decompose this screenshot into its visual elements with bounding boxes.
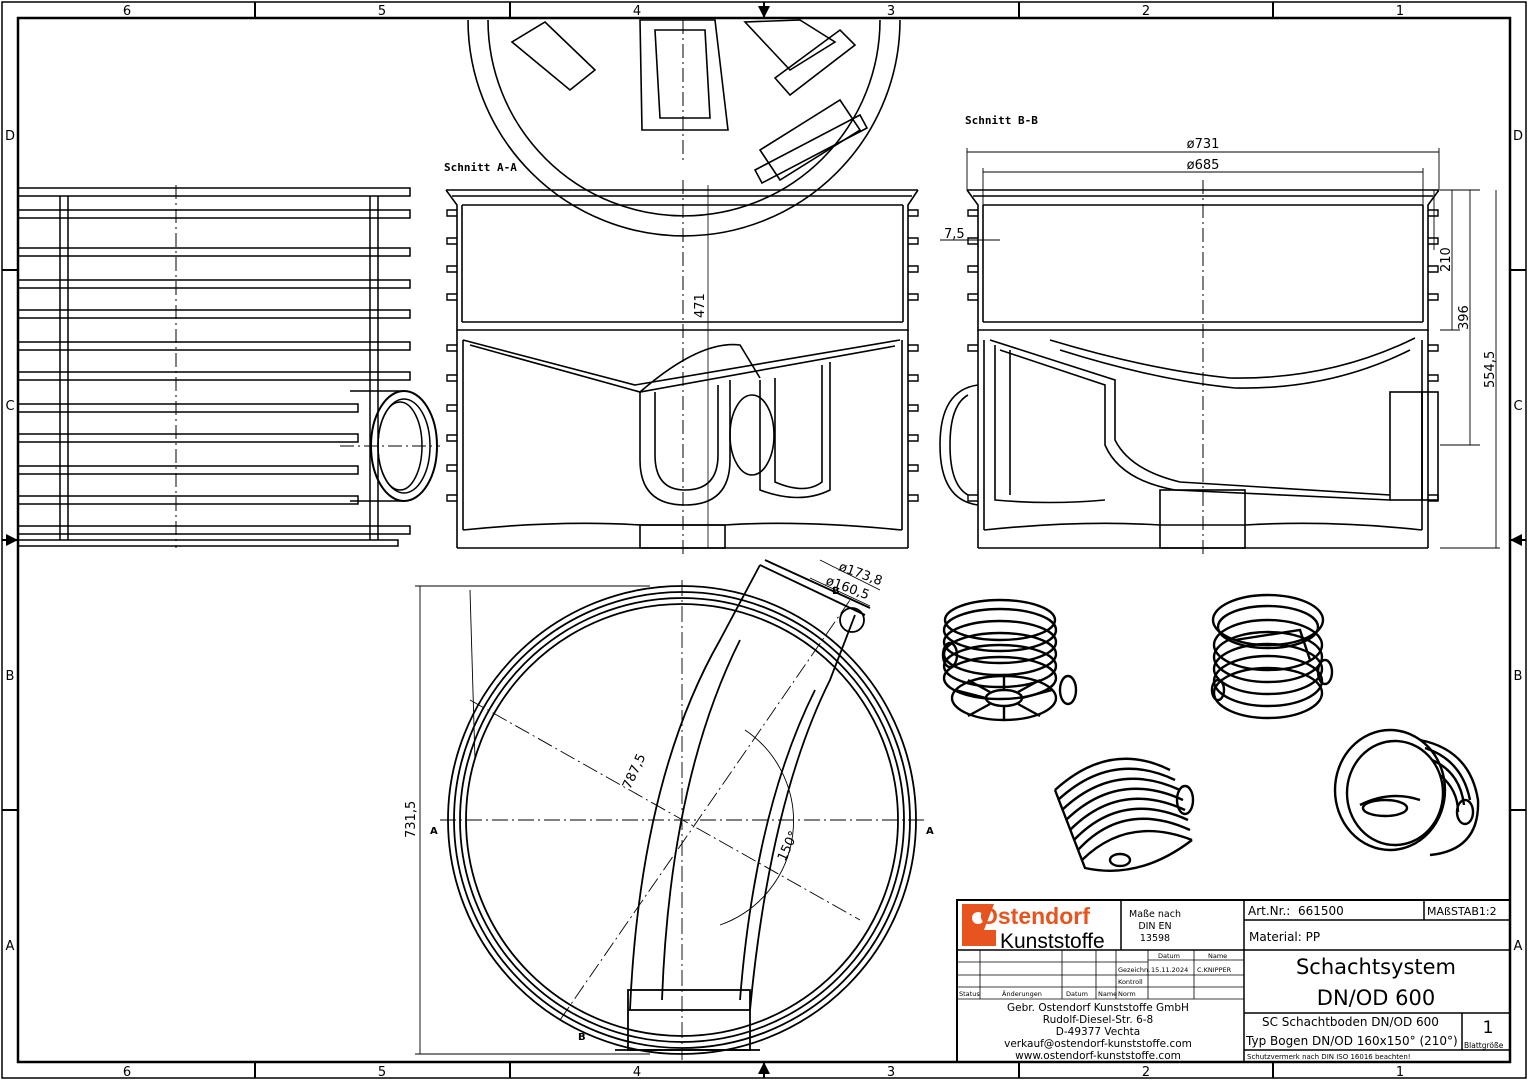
dimension-h210: 210 xyxy=(1439,247,1454,272)
sheet-size-label: Blattgröße xyxy=(1464,1041,1504,1050)
dimension-angle: 150° xyxy=(775,829,802,864)
isometric-view-2 xyxy=(1210,593,1334,720)
section-bb-view xyxy=(939,180,1440,555)
zone-row-label: D xyxy=(1513,129,1523,144)
standard-line: Maße nach xyxy=(1129,909,1181,920)
zone-row-label: A xyxy=(6,939,15,954)
drawing-subtitle-2: Typ Bogen DN/OD 160x150° (210°) xyxy=(1245,1034,1458,1048)
drawn-by: C.KNIPPER xyxy=(1197,966,1232,974)
col-name: Name xyxy=(1208,952,1227,960)
zone-col-label: 5 xyxy=(378,1065,386,1080)
logo-brand-bottom: Kunststoffe xyxy=(1000,930,1105,953)
art-nr: 661500 xyxy=(1298,904,1344,918)
col-datum: Datum xyxy=(1158,952,1180,960)
zone-col-label: 1 xyxy=(1396,1065,1404,1080)
address-line: www.ostendorf-kunststoffe.com xyxy=(1015,1050,1181,1062)
row-status: Status xyxy=(959,990,980,998)
cut-marker-b-bottom: B xyxy=(578,1032,586,1043)
zone-col-label: 5 xyxy=(378,4,386,19)
section-aa-label: Schnitt A-A xyxy=(444,161,517,174)
isometric-view-3 xyxy=(1053,757,1195,872)
sheet-number: 1 xyxy=(1483,1018,1494,1038)
row-aenderungen: Änderungen xyxy=(1002,989,1042,998)
dimension-pipe-length: 787,5 xyxy=(620,752,649,792)
address-line: Gebr. Ostendorf Kunststoffe GmbH xyxy=(1007,1002,1189,1014)
dimension-wall: 7,5 xyxy=(944,227,965,242)
dimension-h554: 554,5 xyxy=(1483,351,1498,388)
zone-col-label: 3 xyxy=(887,4,895,19)
plan-view xyxy=(440,559,925,1060)
dimensions-bb xyxy=(940,148,1500,549)
zone-row-label: C xyxy=(5,399,14,414)
top-view-partial xyxy=(467,19,901,237)
row-gezeichn: Gezeichn. xyxy=(1118,966,1150,974)
dimension-overall-width: 731,5 xyxy=(404,801,419,838)
zone-col-label: 4 xyxy=(633,1065,641,1080)
zone-col-label: 4 xyxy=(633,4,641,19)
title-block-fields: Art.Nr.: 661500 MAßSTAB1:2 Material: PP … xyxy=(1245,904,1504,1061)
zone-col-label: 1 xyxy=(1396,4,1404,19)
zone-col-label: 6 xyxy=(123,4,131,19)
row-kontroll: Kontroll xyxy=(1118,978,1143,986)
scale: MAßSTAB1:2 xyxy=(1427,905,1497,918)
standard-line: 13598 xyxy=(1140,933,1170,944)
dimension-height-aa: 471 xyxy=(693,293,708,318)
company-logo: Ostendorf Kunststoffe xyxy=(961,903,1118,953)
plan-dimensions xyxy=(415,559,881,1055)
zone-row-label: B xyxy=(6,669,15,684)
title-block-frame xyxy=(956,899,1511,1063)
protection-note: Schutzvermerk nach DIN ISO 16016 beachte… xyxy=(1247,1053,1411,1061)
standard-line: DIN EN xyxy=(1138,921,1171,932)
dimension-inner-diameter: ø685 xyxy=(1187,158,1220,173)
isometric-view-1 xyxy=(941,598,1078,722)
zone-col-label: 2 xyxy=(1142,1065,1150,1080)
zone-col-label: 2 xyxy=(1142,4,1150,19)
isometric-view-4 xyxy=(1333,728,1480,857)
cut-markers: A A B B xyxy=(430,586,934,1043)
zone-row-label: C xyxy=(1513,399,1522,414)
row-datum: Datum xyxy=(1066,990,1088,998)
address-line: Rudolf-Diesel-Str. 6-8 xyxy=(1043,1014,1153,1026)
drawing-title-2: DN/OD 600 xyxy=(1317,986,1435,1010)
standard-note: Maße nach DIN EN 13598 xyxy=(1129,909,1181,944)
logo-brand-top: Ostendorf xyxy=(980,903,1090,929)
address-line: verkauf@ostendorf-kunststoffe.com xyxy=(1004,1038,1192,1050)
address-line: D-49377 Vechta xyxy=(1056,1026,1140,1038)
section-aa-view xyxy=(445,180,919,555)
zone-row-label: B xyxy=(1514,669,1523,684)
zone-row-label: D xyxy=(5,129,15,144)
side-view-ribbed xyxy=(17,185,440,548)
centering-marks xyxy=(6,6,1522,1074)
zone-labels: 6 5 4 3 2 1 6 5 4 3 2 1 D C B A D C B A xyxy=(5,4,1523,1080)
dimension-h396: 396 xyxy=(1457,305,1472,330)
material: Material: PP xyxy=(1249,930,1320,944)
zone-col-label: 6 xyxy=(123,1065,131,1080)
company-address: Gebr. Ostendorf Kunststoffe GmbH Rudolf-… xyxy=(1004,1002,1192,1062)
row-norm: Norm xyxy=(1118,990,1136,998)
drawing-title-1: Schachtsystem xyxy=(1296,955,1456,979)
cut-marker-a-left: A xyxy=(430,826,438,837)
revision-table: Datum Name Gezeichn. 15.11.2024 C.KNIPPE… xyxy=(959,952,1232,998)
zone-col-label: 3 xyxy=(887,1065,895,1080)
cut-marker-b-top: B xyxy=(832,586,840,597)
art-nr-label: Art.Nr.: xyxy=(1248,904,1290,918)
dimension-outer-diameter: ø731 xyxy=(1187,137,1220,152)
drawn-date: 15.11.2024 xyxy=(1151,966,1188,974)
row-name: Name xyxy=(1098,990,1117,998)
drawing-subtitle-1: SC Schachtboden DN/OD 600 xyxy=(1262,1015,1439,1029)
section-bb-label: Schnitt B-B xyxy=(965,114,1038,127)
cut-marker-a-right: A xyxy=(926,826,934,837)
zone-row-label: A xyxy=(1514,939,1523,954)
